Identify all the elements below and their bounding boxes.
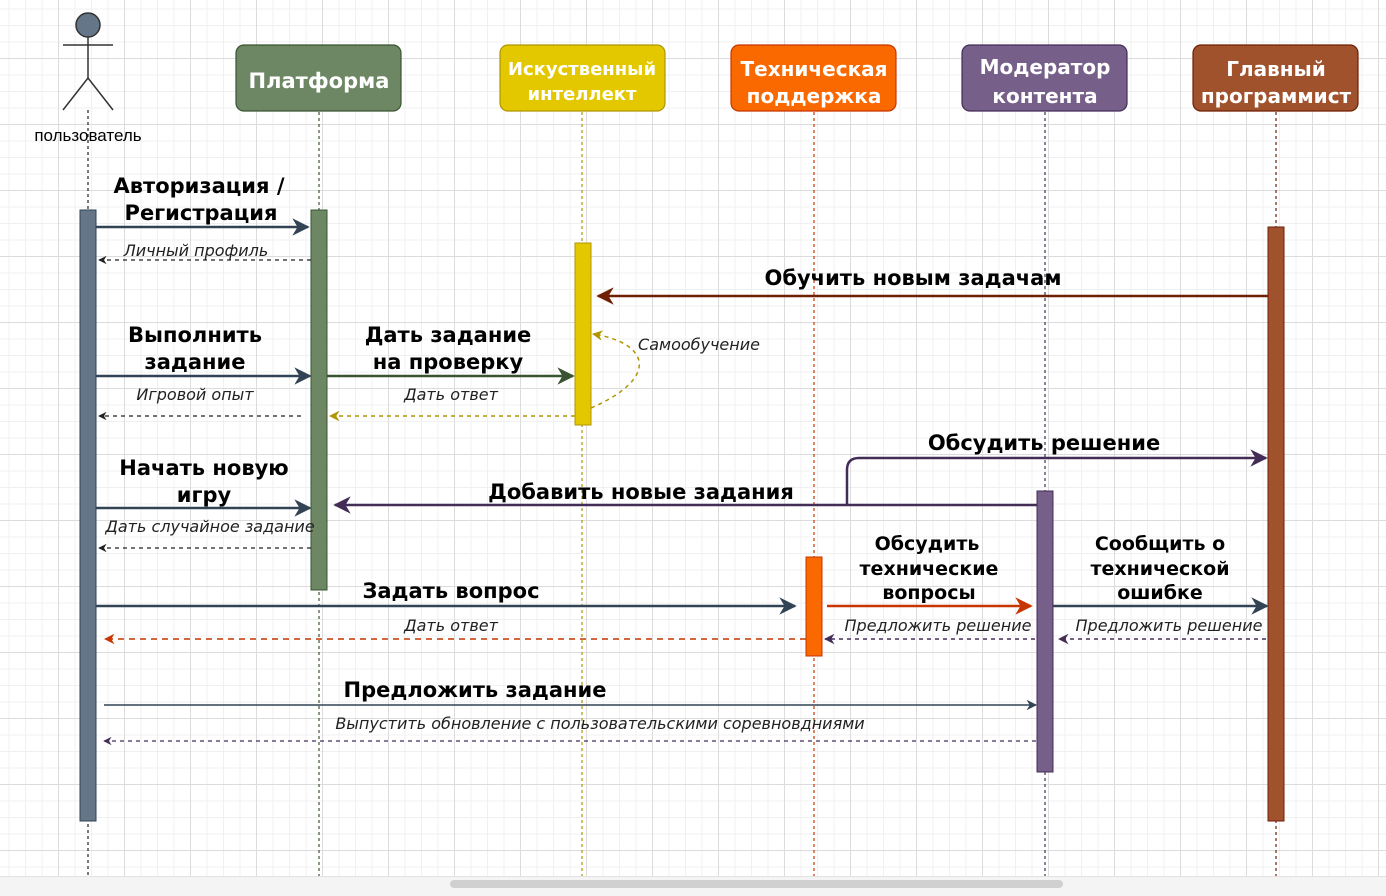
report-label-3: ошибке	[1117, 582, 1203, 604]
give-task-label-1: Дать задание	[365, 323, 532, 347]
do-task-label-2: задание	[145, 350, 246, 374]
release-label: Выпустить обновление с пользовательскими…	[335, 714, 864, 733]
moderator-label-line2: контента	[992, 84, 1097, 108]
self-learn-arrow[interactable]	[590, 330, 640, 409]
new-game-label-2: игру	[177, 483, 232, 507]
participant-moderator[interactable]: Модератор контента	[961, 44, 1128, 112]
user-actor[interactable]	[62, 12, 114, 111]
ai-answer-label: Дать ответ	[403, 385, 499, 404]
participant-platform[interactable]: Платформа	[235, 44, 402, 112]
discuss-label: Обсудить решение	[928, 431, 1160, 455]
do-task-label-1: Выполнить	[128, 323, 262, 347]
give-task-label-2: на проверку	[373, 350, 524, 374]
user-activation[interactable]	[79, 209, 97, 822]
ai-label-line2: интеллект	[528, 84, 637, 105]
support-answer-label: Дать ответ	[403, 616, 499, 635]
discuss-tech-label-3: вопросы	[882, 582, 975, 604]
support-activation[interactable]	[805, 556, 823, 657]
support-label-line2: поддержка	[747, 84, 882, 108]
lead-activation[interactable]	[1267, 226, 1285, 822]
participant-ai[interactable]: Искуственный интеллект	[499, 44, 666, 112]
add-tasks-label: Добавить новые задания	[488, 480, 794, 504]
report-label-2: технической	[1090, 558, 1229, 580]
scrollbar-thumb[interactable]	[450, 880, 1063, 888]
horizontal-scrollbar[interactable]	[0, 876, 1386, 896]
train-label: Обучить новым задачам	[764, 266, 1061, 290]
moderator-activation[interactable]	[1036, 490, 1054, 773]
new-game-label-1: Начать новую	[119, 456, 288, 480]
report-label-1: Сообщить о	[1095, 533, 1225, 555]
participant-lead[interactable]: Главный программист	[1192, 44, 1359, 112]
lead-label-line1: Главный	[1226, 57, 1325, 81]
game-xp-label: Игровой опыт	[136, 385, 254, 404]
discuss-tech-label-1: Обсудить	[875, 533, 980, 555]
participant-support[interactable]: Техническая поддержка	[730, 44, 897, 112]
discuss-arrow[interactable]	[845, 449, 1268, 505]
actor-label: пользователь	[34, 126, 141, 145]
platform-activation[interactable]	[310, 209, 328, 591]
moderator-label-line1: Модератор	[980, 55, 1111, 79]
actor-head	[75, 12, 101, 38]
suggest-lead-label: Предложить решение	[1076, 616, 1263, 635]
discuss-tech-label-2: технические	[860, 558, 999, 580]
suggest-mod-label: Предложить решение	[845, 616, 1032, 635]
support-label-line1: Техническая	[740, 57, 887, 81]
random-task-label: Дать случайное задание	[104, 517, 315, 536]
auth-label-2: Регистрация	[125, 201, 278, 225]
sequence-diagram: пользователь Платформа Искуственный инте…	[34, 12, 1359, 876]
ai-activation[interactable]	[574, 242, 592, 426]
self-learn-label: Самообучение	[638, 335, 760, 354]
ai-label-line1: Искуственный	[508, 59, 656, 80]
lead-label-line2: программист	[1201, 84, 1352, 108]
platform-label: Платформа	[249, 69, 390, 93]
ask-label: Задать вопрос	[362, 579, 539, 603]
auth-label-1: Авторизация /	[113, 174, 284, 198]
profile-label: Личный профиль	[123, 241, 269, 260]
propose-label: Предложить задание	[344, 678, 607, 702]
